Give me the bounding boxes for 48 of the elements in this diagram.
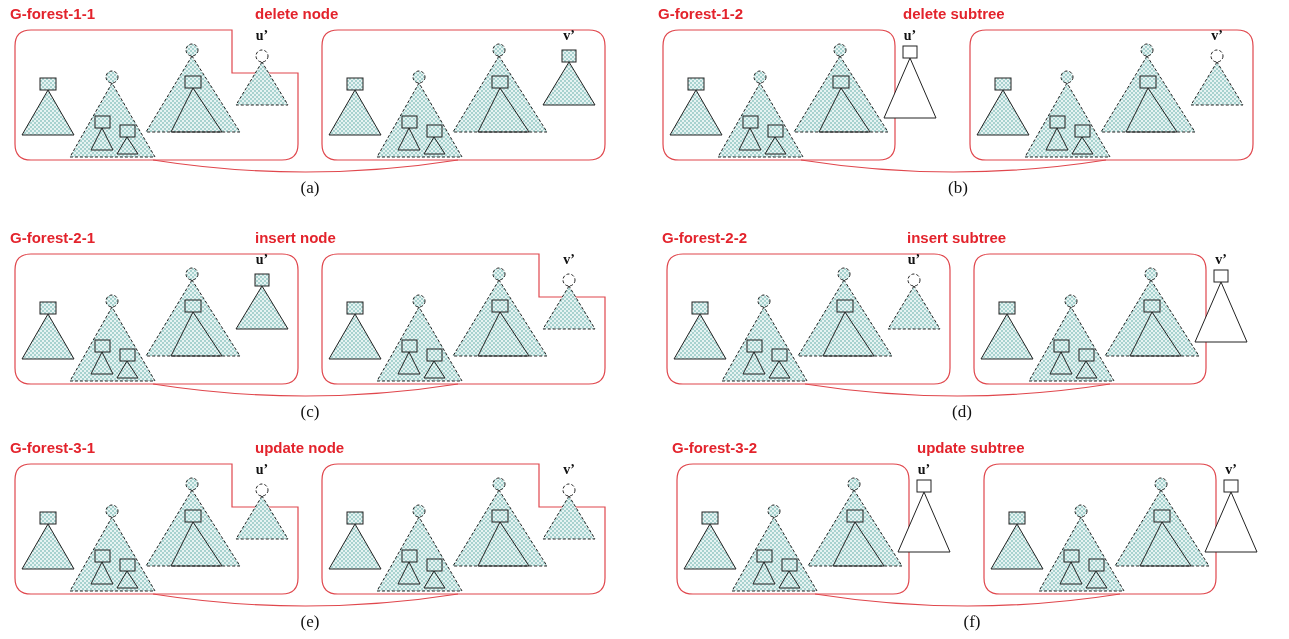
panel-title: G-forest-1-2 xyxy=(658,5,743,22)
operation-label: delete subtree xyxy=(903,5,1005,22)
node-label: u’ xyxy=(255,28,269,44)
panel-caption: (e) xyxy=(300,612,320,632)
operation-label: insert node xyxy=(255,229,336,246)
panel-title: G-forest-3-1 xyxy=(10,439,95,456)
forest-region xyxy=(15,464,298,594)
forest-region xyxy=(322,254,605,384)
node-label: v’ xyxy=(563,28,575,44)
node-label: v’ xyxy=(563,252,575,268)
panel-title: G-forest-2-1 xyxy=(10,229,95,246)
panel-caption: (b) xyxy=(948,178,968,198)
node-label: u’ xyxy=(903,28,917,44)
node-label: u’ xyxy=(907,252,921,268)
panel-caption: (a) xyxy=(300,178,320,198)
connector-curve xyxy=(804,383,1111,397)
node-label: u’ xyxy=(255,462,269,478)
node-label: v’ xyxy=(1225,462,1237,478)
node-label: v’ xyxy=(1211,28,1223,44)
panel-caption: (c) xyxy=(300,402,320,422)
node-label: u’ xyxy=(255,252,269,268)
connector-curve xyxy=(152,593,459,607)
operation-label: update subtree xyxy=(917,439,1025,456)
forest-region xyxy=(970,30,1253,160)
node-label: v’ xyxy=(563,462,575,478)
connector-curve xyxy=(152,383,459,397)
forest-region xyxy=(663,30,895,160)
forest-region xyxy=(15,30,298,160)
connector-curve xyxy=(152,159,459,173)
operation-label: delete node xyxy=(255,5,339,22)
forest-region xyxy=(984,464,1216,594)
panel-caption: (f) xyxy=(963,612,981,632)
node-label: v’ xyxy=(1215,252,1227,268)
forest-region xyxy=(15,254,298,384)
operation-label: insert subtree xyxy=(907,229,1007,246)
panel-caption: (d) xyxy=(952,402,972,422)
panel-title: G-forest-2-2 xyxy=(662,229,747,246)
connector-curve xyxy=(800,159,1107,173)
panel-title: G-forest-1-1 xyxy=(10,5,95,22)
connector-curve xyxy=(814,593,1121,607)
forest-region xyxy=(322,30,605,160)
node-label: u’ xyxy=(917,462,931,478)
forest-region xyxy=(322,464,605,594)
forest-region xyxy=(667,254,950,384)
operation-label: update node xyxy=(255,439,345,456)
forest-region xyxy=(974,254,1206,384)
panel-title: G-forest-3-2 xyxy=(672,439,757,456)
forest-region xyxy=(677,464,909,594)
